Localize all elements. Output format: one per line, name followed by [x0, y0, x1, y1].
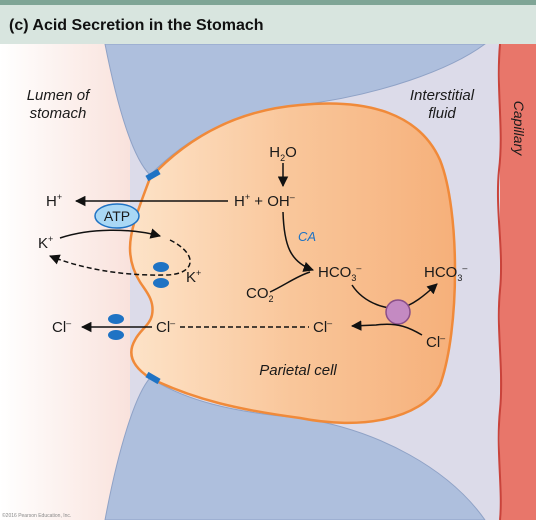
- k-channel-bottom: [153, 278, 169, 288]
- h2o-label: H2O: [269, 144, 297, 163]
- parietal-cell: [128, 102, 457, 425]
- interstitial-label: Interstitial: [410, 87, 475, 104]
- ca-label: CA: [298, 229, 316, 244]
- cl-channel-bottom: [108, 330, 124, 340]
- diagram-canvas: Lumen of stomach Interstitial fluid Capi…: [0, 44, 536, 520]
- k-lumen-label: K+: [38, 234, 53, 252]
- cl-influx-arrow: [350, 320, 423, 336]
- hco3-cell-label: HCO3–: [318, 263, 361, 283]
- parietal-cell-label: Parietal cell: [259, 362, 337, 379]
- lumen-region: [0, 44, 130, 520]
- atp-label: ATP: [104, 208, 130, 224]
- cl-channel-top: [108, 314, 124, 324]
- k-uptake-arrow: [59, 228, 162, 239]
- figure-title: (c) Acid Secretion in the Stomach: [9, 17, 264, 34]
- k-channel-top: [153, 262, 169, 272]
- capillary-label: Capillary: [511, 101, 527, 156]
- cl-lumen-label: Cl–: [52, 318, 71, 336]
- lumen-label-line2: stomach: [30, 105, 87, 122]
- co2-label: CO2: [246, 285, 274, 304]
- copyright-notice: ©2016 Pearson Education, Inc.: [2, 513, 72, 519]
- lower-neighbor-cell: [104, 377, 486, 520]
- atp-pump: [94, 203, 140, 229]
- k-cell-label: K+: [186, 268, 201, 286]
- h-oh-label: H+ + OH–: [234, 192, 295, 210]
- capillary-wall: [500, 44, 536, 520]
- co2-arrow: [269, 271, 311, 293]
- tight-junction-bottom: [145, 371, 161, 385]
- cl-cell-label: Cl–: [156, 318, 175, 336]
- cl-mid-label: Cl–: [313, 318, 332, 336]
- ca-reaction-arrow: [282, 211, 314, 272]
- header-bar: (c) Acid Secretion in the Stomach: [0, 0, 536, 44]
- interstitial-label-line2: fluid: [428, 105, 456, 122]
- hco3-interstitial-label: HCO3–: [424, 263, 467, 283]
- capillary-edge: [496, 44, 503, 520]
- lumen-label: Lumen of: [27, 87, 91, 104]
- chloride-bicarbonate-exchanger: [385, 299, 411, 325]
- h-lumen-label: H+: [46, 192, 62, 210]
- tight-junction-top: [145, 168, 161, 182]
- cl-interstitial-label: Cl–: [426, 333, 445, 351]
